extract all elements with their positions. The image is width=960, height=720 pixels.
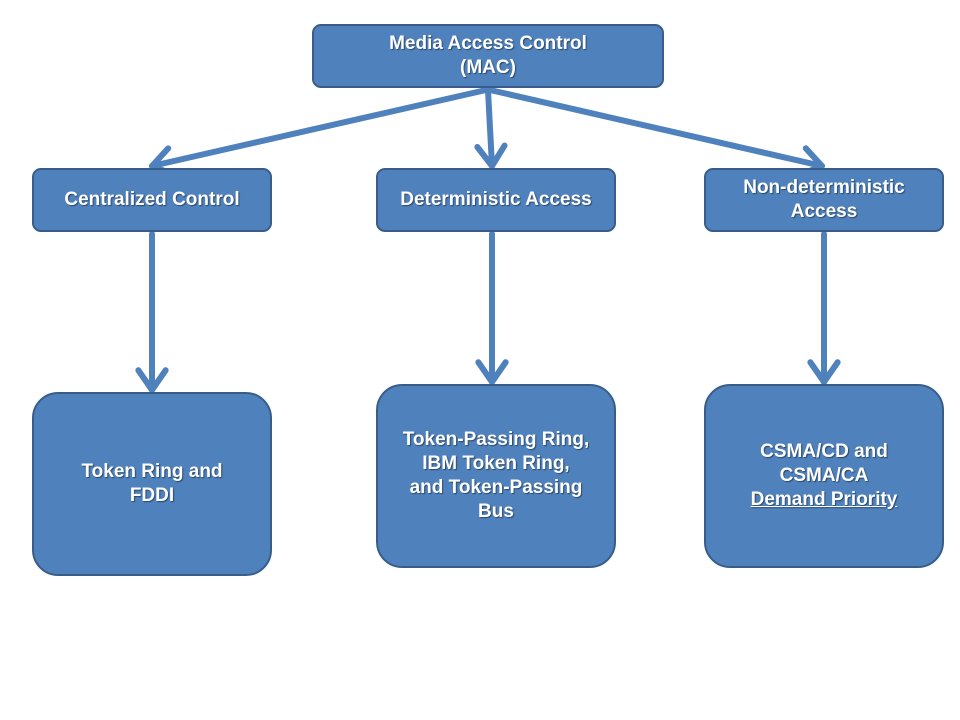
arrow-nondeterministic-to-csma xyxy=(807,231,841,385)
node-label-line: Non-deterministic xyxy=(743,177,905,198)
node-label-line: CSMA/CD and xyxy=(760,441,888,462)
demand-priority-link[interactable]: Demand Priority xyxy=(750,489,898,510)
node-label-line: Token-Passing Ring, xyxy=(402,429,590,450)
node-label-line: IBM Token Ring, xyxy=(422,453,570,474)
node-centralized-control: Centralized Control xyxy=(32,168,272,232)
arrow-shaft xyxy=(487,87,825,169)
arrow-head xyxy=(474,142,508,169)
node-media-access-control: Media Access Control (MAC) xyxy=(312,24,664,88)
arrow-root-to-nondeterministic xyxy=(487,87,825,178)
node-label-line: Token Ring and xyxy=(81,461,223,482)
node-label-line: Media Access Control xyxy=(389,33,587,54)
node-token-ring-fddi: Token Ring and FDDI xyxy=(32,392,272,576)
node-csma: CSMA/CD and CSMA/CA Demand Priority xyxy=(704,384,944,568)
node-label-line: Bus xyxy=(478,501,514,522)
node-label-line: FDDI xyxy=(129,485,175,506)
node-label-line: Access xyxy=(790,201,858,222)
node-token-passing: Token-Passing Ring, IBM Token Ring, and … xyxy=(376,384,616,568)
arrow-head xyxy=(807,359,841,385)
arrow-deterministic-to-token_passing xyxy=(475,231,509,385)
node-label-line: (MAC) xyxy=(460,57,516,78)
node-label-line: Centralized Control xyxy=(64,189,240,210)
arrow-root-to-deterministic xyxy=(474,87,508,169)
node-label-line: and Token-Passing xyxy=(409,477,583,498)
arrow-shaft xyxy=(485,87,495,169)
node-label-line: Deterministic Access xyxy=(400,189,592,210)
node-label-line: CSMA/CA xyxy=(779,465,869,486)
arrow-shaft xyxy=(149,87,489,169)
arrow-head xyxy=(475,359,509,385)
arrow-centralized-to-token_ring xyxy=(135,231,169,393)
node-non-deterministic-access: Non-deterministic Access xyxy=(704,168,944,232)
arrow-root-to-centralized xyxy=(149,87,489,178)
arrow-head xyxy=(135,367,169,393)
node-deterministic-access: Deterministic Access xyxy=(376,168,616,232)
